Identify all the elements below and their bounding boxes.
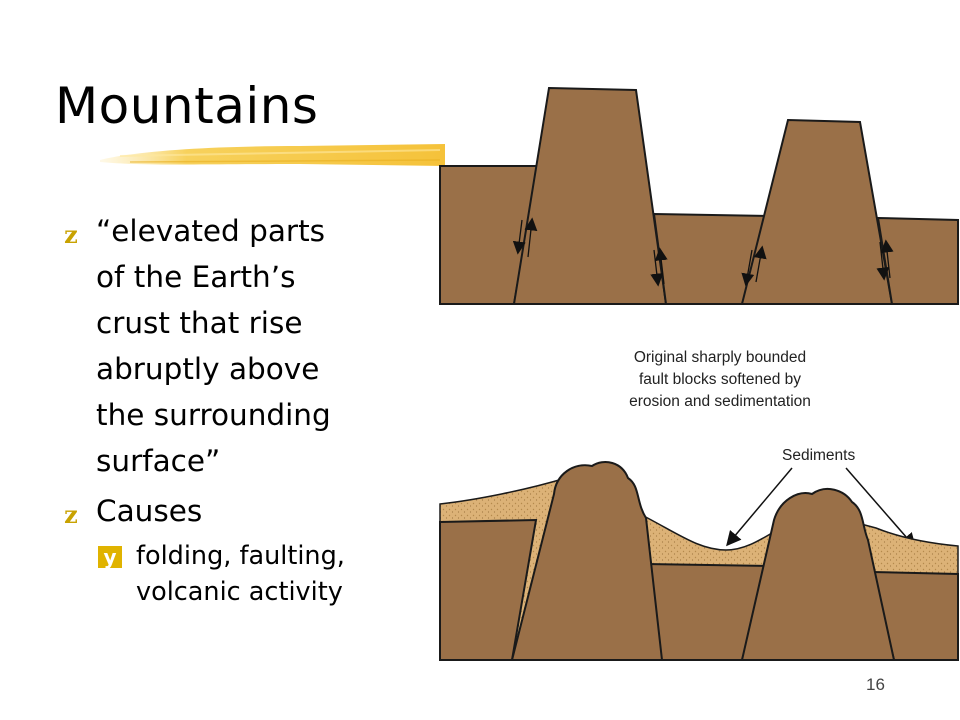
sediments-arrow-right — [845, 467, 916, 549]
bullet-line: surface” — [96, 444, 221, 478]
bullet-line: “elevated parts — [96, 214, 325, 248]
slide-title: Mountains — [55, 77, 319, 135]
subbullet-line: volcanic activity — [136, 577, 343, 607]
z-bullet-icon: z — [64, 220, 78, 249]
bullet-causes: z Causes — [58, 488, 438, 534]
figure-caption-line: Original sharply bounded — [634, 349, 806, 366]
z-bullet-icon: z — [64, 500, 78, 529]
bottom-eroded-block-diagram — [439, 461, 959, 661]
fault-block-mountains-figure: Original sharply bounded fault blocks so… — [439, 86, 959, 661]
page-number: 16 — [866, 675, 885, 694]
bullet-definition: z “elevated parts of the Earth’s crust t… — [58, 208, 438, 484]
bullet-line: abruptly above — [96, 352, 320, 386]
fault-block-horst — [512, 86, 668, 305]
bullet-line: the surrounding — [96, 398, 331, 432]
figure-caption-line: fault blocks softened by — [639, 371, 801, 388]
subbullet-line: folding, faulting, — [136, 541, 345, 571]
figure-caption-line: erosion and sedimentation — [629, 393, 811, 410]
y-bullet-icon: y — [98, 546, 122, 568]
bullet-line: Causes — [96, 494, 203, 528]
bullet-line: of the Earth’s — [96, 260, 296, 294]
fault-block-horst — [740, 118, 894, 305]
subbullet-causes-list: y folding, faulting, volcanic activity — [58, 538, 438, 610]
bullet-line: crust that rise — [96, 306, 303, 340]
bullet-list: z “elevated parts of the Earth’s crust t… — [58, 208, 438, 610]
fault-motion-arrows — [512, 217, 894, 287]
title-brush-stroke-decoration — [100, 144, 445, 166]
fault-block — [876, 216, 959, 305]
sediments-label: Sediments — [782, 447, 855, 464]
sediments-arrow-left — [726, 467, 793, 547]
eroded-horst — [740, 487, 896, 661]
top-fault-block-diagram — [439, 86, 959, 305]
eroded-horst — [510, 461, 664, 661]
